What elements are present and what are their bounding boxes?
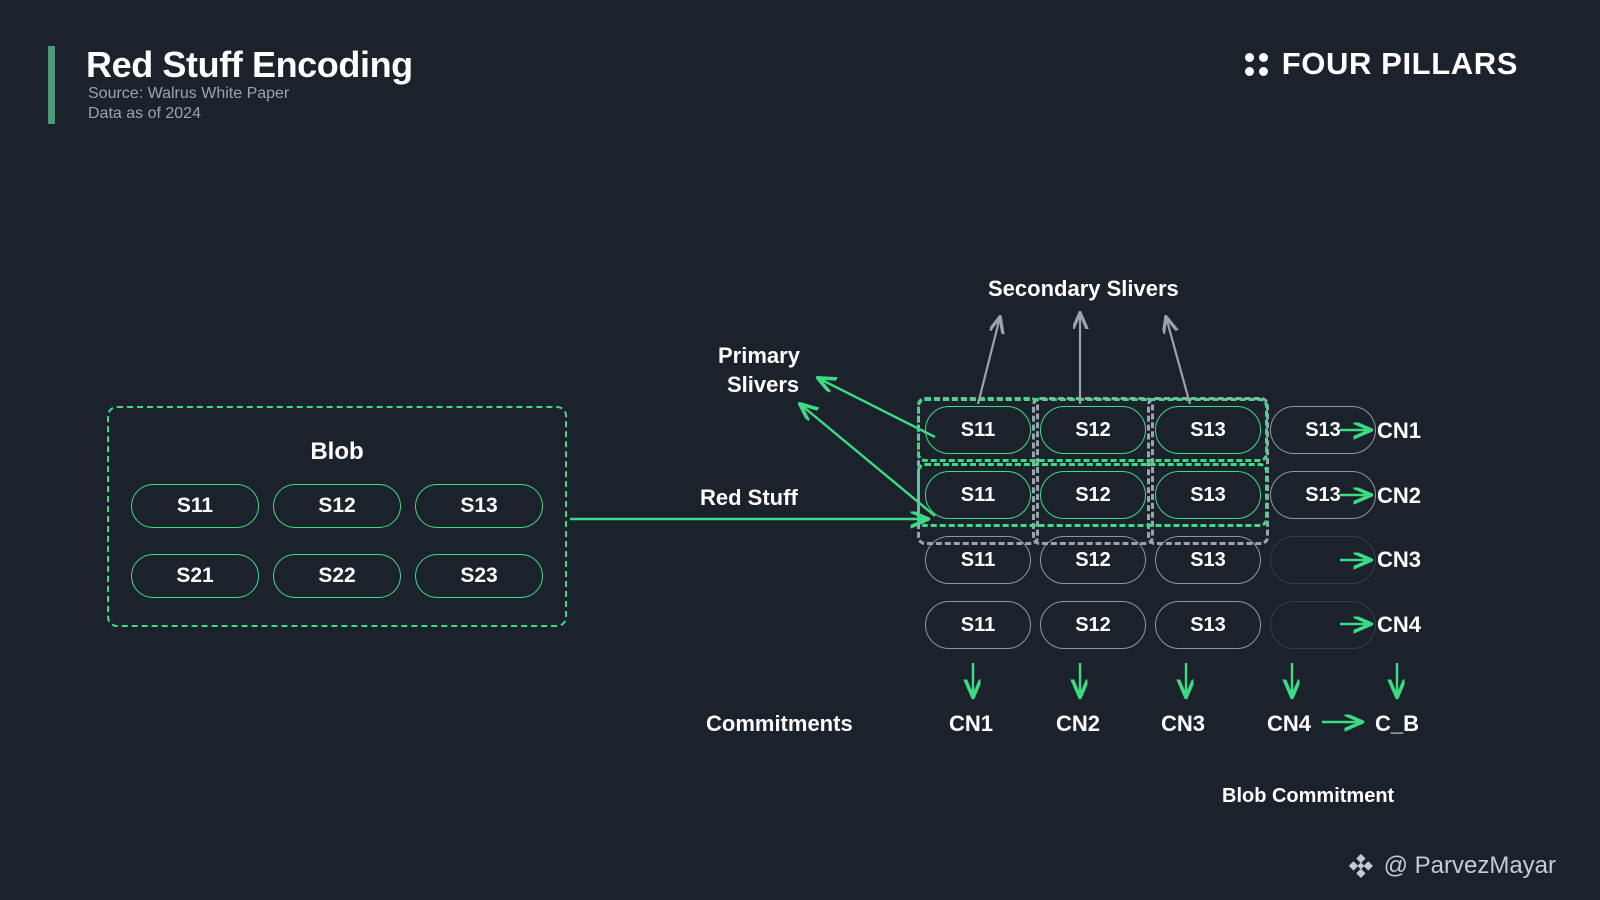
encoded-grid: S11 S12 S13 S13 S11 S12 S13 S13 S11 S12 … [925,406,1376,649]
blob-sliver: S12 [273,484,401,528]
blob-sliver: S21 [131,554,259,598]
label-primary-slivers-line2: Slivers [727,372,800,397]
page-title: Red Stuff Encoding [86,44,413,85]
commitment-cn2: CN2 [1056,711,1101,736]
four-dots-icon [1244,52,1268,76]
grid-cell: S13 [1155,471,1261,519]
grid-cell-empty [1270,601,1376,649]
node-label-cn2: CN2 [1377,483,1422,508]
arrow-primary-sliver-row2 [800,404,936,517]
grid-cell: S11 [925,601,1031,649]
grid-cell: S13 [1270,406,1376,454]
grid-cell: S12 [1040,471,1146,519]
grid-cell: S12 [1040,406,1146,454]
encoded-grid-wrapper: S11 S12 S13 S13 S11 S12 S13 S13 S11 S12 … [917,397,1376,649]
grid-cell-empty [1270,536,1376,584]
grid-cell: S13 [1155,406,1261,454]
grid-cell: S11 [925,536,1031,584]
grid-cell: S12 [1040,536,1146,584]
diamond-cluster-icon [1348,853,1373,878]
label-commitments: Commitments [706,711,853,736]
header-date: Data as of 2024 [88,105,201,122]
grid-cell: S13 [1155,536,1261,584]
blob-sliver-grid: S11 S12 S13 S21 S22 S23 [131,484,543,598]
header-source: Source: Walrus White Paper [88,85,290,102]
grid-cell: S13 [1270,471,1376,519]
node-label-cn3: CN3 [1377,547,1422,572]
grid-cell: S13 [1155,601,1261,649]
label-red-stuff: Red Stuff [700,485,798,510]
grid-cell: S11 [925,406,1031,454]
grid-cell: S11 [925,471,1031,519]
brand-name: FOUR PILLARS [1281,46,1518,81]
commitment-cn3: CN3 [1161,711,1206,736]
arrow-secondary-sliver-col1 [976,317,1000,405]
brand-logo: FOUR PILLARS [1244,46,1518,82]
node-label-cn4: CN4 [1377,612,1422,637]
blob-sliver: S13 [415,484,543,528]
label-secondary-slivers: Secondary Slivers [988,276,1179,301]
arrow-secondary-sliver-col3 [1166,317,1192,405]
commitment-cn4: CN4 [1267,711,1312,736]
label-blob-commitment: Blob Commitment [1222,785,1395,807]
commitment-cn1: CN1 [949,711,994,736]
watermark: @ ParvezMayar [1348,852,1556,880]
blob-container: Blob S11 S12 S13 S21 S22 S23 [107,406,567,627]
header-accent-bar [48,46,55,124]
grid-cell: S12 [1040,601,1146,649]
node-label-cn1: CN1 [1377,418,1422,443]
blob-sliver: S11 [131,484,259,528]
watermark-handle: @ ParvezMayar [1383,852,1556,879]
blob-title: Blob [310,438,364,465]
blob-commitment-value: C_B [1375,711,1420,736]
blob-sliver: S22 [273,554,401,598]
blob-sliver: S23 [415,554,543,598]
arrow-primary-sliver-row1 [818,378,936,439]
label-primary-slivers-line1: Primary [718,343,800,368]
